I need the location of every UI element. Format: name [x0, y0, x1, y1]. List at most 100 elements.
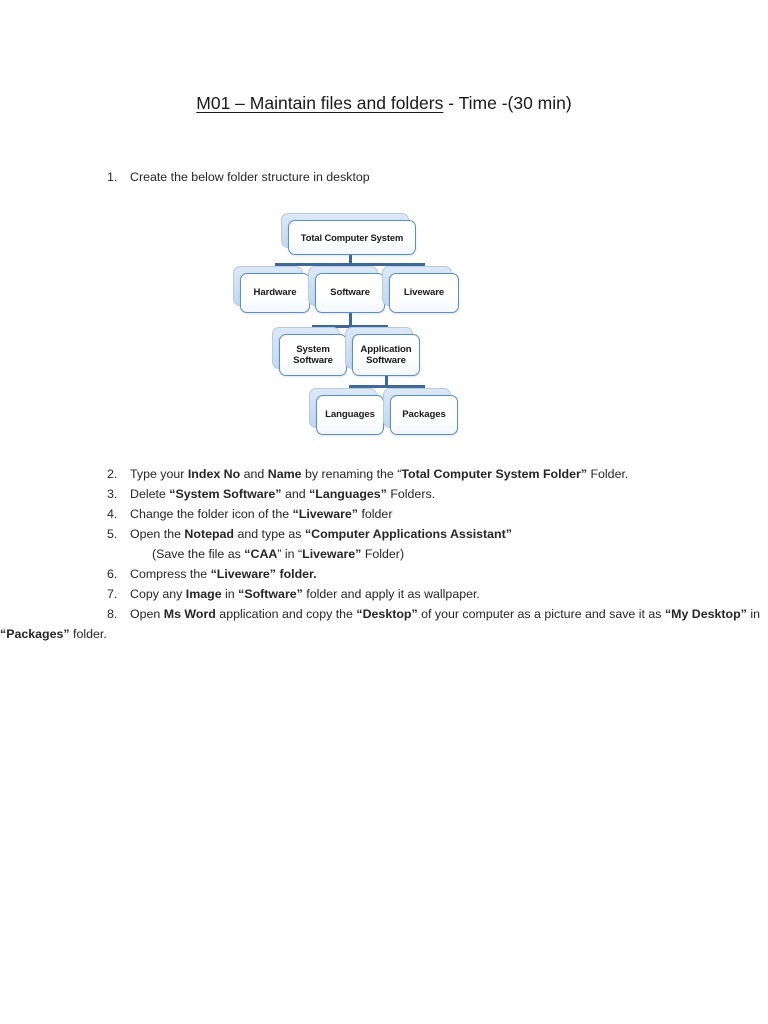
- emphasis-text: “System Software”: [169, 487, 282, 501]
- list-item-subtext: (Save the file as “CAA” in “Liveware” Fo…: [152, 547, 404, 561]
- node-face: Total Computer System: [288, 220, 416, 255]
- plain-text: Open the: [130, 527, 185, 541]
- list-item-text: Copy any Image in “Software” folder and …: [130, 587, 480, 601]
- emphasis-text: “Languages”: [309, 487, 387, 501]
- node-label: Software: [330, 287, 370, 299]
- node-label-line1: Application: [360, 343, 412, 355]
- connector-tier3-bus: [312, 325, 388, 328]
- plain-text: Copy any: [130, 587, 186, 601]
- diagram-node-packages[interactable]: Packages: [383, 388, 458, 435]
- connector-software-down: [349, 313, 352, 327]
- list-item-number: 2.: [107, 467, 118, 481]
- plain-text: and: [240, 467, 268, 481]
- page-title: M01 – Maintain files and folders - Time …: [0, 93, 768, 114]
- list-item: 6. Compress the “Liveware” folder.: [0, 564, 768, 584]
- list-item-text: Compress the “Liveware” folder.: [130, 567, 317, 581]
- plain-text: by renaming the “: [301, 467, 402, 481]
- diagram-node-languages[interactable]: Languages: [309, 388, 384, 435]
- emphasis-text: Total Computer System Folder”: [401, 467, 588, 481]
- plain-text: Type your: [130, 467, 188, 481]
- plain-text: in: [221, 587, 239, 601]
- connector-tier4-bus: [349, 385, 425, 388]
- emphasis-text: “Software”: [238, 587, 303, 601]
- list-item-text: Open the Notepad and type as “Computer A…: [130, 527, 512, 541]
- diagram-node-hardware[interactable]: Hardware: [233, 266, 310, 313]
- diagram-node-total-computer-system[interactable]: Total Computer System: [281, 213, 416, 255]
- plain-text: Change the folder icon of the: [130, 507, 293, 521]
- connector-root-down: [349, 252, 352, 265]
- emphasis-text: Notepad: [184, 527, 234, 541]
- list-item-number: 7.: [107, 587, 118, 601]
- plain-text: folder: [358, 507, 393, 521]
- list-item: 2. Type your Index No and Name by renamin…: [0, 464, 768, 484]
- list-item: 1. Create the below folder structure in …: [0, 167, 768, 187]
- emphasis-text: “Liveware”: [292, 507, 359, 521]
- list-item-number: 5.: [107, 527, 118, 541]
- list-item: 4. Change the folder icon of the “Livewar…: [0, 504, 768, 524]
- node-face: Hardware: [240, 273, 310, 313]
- plain-text: of your computer as a picture and save i…: [417, 607, 665, 621]
- connector-appsw-down: [385, 374, 388, 387]
- emphasis-text: “Desktop”: [356, 607, 418, 621]
- list-item-text: Create the below folder structure in des…: [130, 170, 370, 184]
- list-item-text: Type your Index No and Name by renaming …: [130, 467, 628, 481]
- page-title-main: M01 – Maintain files and folders: [196, 93, 444, 113]
- plain-text: and: [281, 487, 310, 501]
- plain-text: and type as: [234, 527, 305, 541]
- list-item-text: Change the folder icon of the “Liveware”…: [130, 507, 392, 521]
- node-face: Liveware: [389, 273, 459, 313]
- plain-text: Folder): [361, 547, 405, 561]
- list-item-number: 3.: [107, 487, 118, 501]
- emphasis-text: Index No: [187, 467, 241, 481]
- node-label: Liveware: [403, 287, 445, 299]
- node-face: Languages: [316, 395, 384, 435]
- list-item-number: 6.: [107, 567, 118, 581]
- emphasis-text: “Packages”: [0, 627, 70, 641]
- emphasis-text: Ms Word: [163, 607, 216, 621]
- plain-text: in: [746, 607, 760, 621]
- plain-text: folder.: [69, 627, 107, 641]
- node-label: Total Computer System: [300, 231, 404, 243]
- list-item: 5. Open the Notepad and type as “Computer…: [0, 524, 768, 544]
- plain-text: Delete: [130, 487, 170, 501]
- emphasis-text: “Liveware” folder.: [210, 567, 317, 581]
- folder-structure-diagram: Total Computer System Hardware Software …: [218, 205, 508, 445]
- node-label: Hardware: [253, 287, 297, 299]
- list-item-number: 8.: [107, 607, 118, 621]
- node-label: Packages: [402, 409, 446, 421]
- plain-text: ” in “: [277, 547, 303, 561]
- steps-list: 2. Type your Index No and Name by renamin…: [0, 464, 768, 644]
- list-item-text: Delete “System Software” and “Languages”…: [130, 487, 435, 501]
- plain-text: Folder.: [587, 467, 629, 481]
- list-item-subline: (Save the file as “CAA” in “Liveware” Fo…: [0, 544, 768, 564]
- plain-text: (Save the file as: [152, 547, 245, 561]
- plain-text: Folders.: [386, 487, 436, 501]
- diagram-node-software[interactable]: Software: [308, 266, 385, 313]
- node-label-line2: Software: [366, 355, 406, 366]
- node-label-line1: System: [296, 343, 330, 355]
- list-item: 3. Delete “System Software” and “Language…: [0, 484, 768, 504]
- diagram-node-liveware[interactable]: Liveware: [382, 266, 459, 313]
- plain-text: folder and apply it as wallpaper.: [302, 587, 480, 601]
- list-item-number: 1.: [107, 170, 118, 184]
- list-item-text: Open Ms Word application and copy the “D…: [0, 607, 760, 641]
- list-item-number: 4.: [107, 507, 118, 521]
- emphasis-text: “My Desktop”: [664, 607, 747, 621]
- emphasis-text: Name: [267, 467, 302, 481]
- node-label-line2: Software: [293, 355, 333, 366]
- page-title-suffix: - Time -(30 min): [443, 93, 572, 113]
- plain-text: Compress the: [130, 567, 211, 581]
- emphasis-text: “CAA: [244, 547, 278, 561]
- node-label: Languages: [325, 409, 375, 421]
- plain-text: application and copy the: [215, 607, 357, 621]
- emphasis-text: Image: [185, 587, 222, 601]
- intro-list: 1. Create the below folder structure in …: [0, 167, 768, 187]
- emphasis-text: Liveware”: [302, 547, 362, 561]
